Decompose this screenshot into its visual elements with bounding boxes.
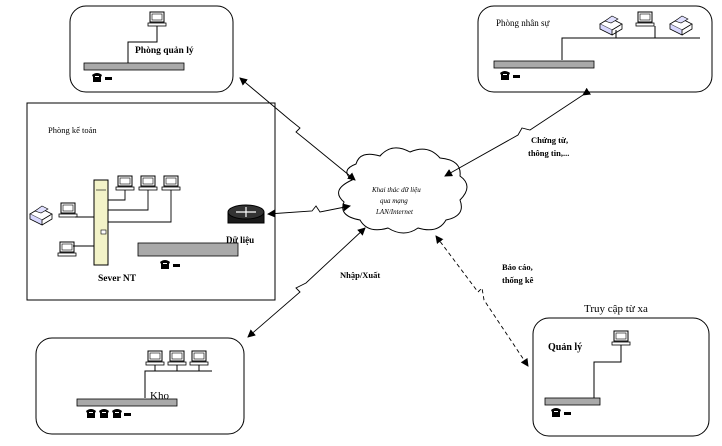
router: Dữ liệu <box>226 204 265 245</box>
management-room-label: Phòng quản lý <box>135 46 194 56</box>
server-label: Sever NT <box>98 274 137 284</box>
phone-icon <box>112 409 122 418</box>
remote-link-label-line-1: Báo cáo, <box>502 262 533 272</box>
warehouse-link-label: Nhập/Xuất <box>340 270 380 280</box>
hr-link-label-line-1: Chứng từ, <box>531 135 568 145</box>
management-room-box <box>69 5 234 93</box>
remote-access: Truy cập từ xa Quản lý <box>532 303 710 437</box>
computer-icon <box>145 350 165 366</box>
cloud-label-line-3: LAN/Internet <box>375 208 414 216</box>
link-management-cloud <box>239 77 356 181</box>
computer-icon <box>57 241 77 257</box>
computer-icon <box>635 11 655 27</box>
hub-device <box>544 397 601 406</box>
warehouse-box <box>35 337 245 435</box>
phone-icon <box>92 73 102 82</box>
cloud-shape <box>338 147 468 234</box>
hub-device <box>493 60 595 69</box>
cloud-label-line-1: Khai thác dữ liệu <box>371 186 421 194</box>
computer-icon <box>167 350 187 366</box>
accounting-room: Phòng kế toán Sever NT <box>26 102 276 301</box>
hub-device <box>76 398 178 407</box>
phone-icon <box>160 260 170 269</box>
remote-link-label-line-2: thống kê <box>502 275 534 285</box>
phone-icon <box>500 71 510 80</box>
hr-room: Phòng nhân sự <box>477 5 713 93</box>
computer-icon <box>138 175 158 191</box>
hr-link-label-line-2: thông tin,... <box>528 148 569 158</box>
computer-icon <box>611 330 631 346</box>
lan-internet-cloud: Khai thác dữ liệu qua mạng LAN/Internet <box>338 147 468 234</box>
cloud-label-line-2: qua mạng <box>380 197 408 205</box>
remote-caption: Truy cập từ xa <box>584 303 648 315</box>
accounting-room-box <box>26 102 276 301</box>
link-hr-cloud: Chứng từ, thông tin,... <box>444 87 592 177</box>
link-router-cloud <box>267 203 351 218</box>
computer-icon <box>115 175 135 191</box>
accounting-room-label: Phòng kế toán <box>48 125 97 135</box>
computer-icon <box>58 202 78 218</box>
computer-icon <box>147 11 167 27</box>
warehouse-label: Kho <box>150 390 169 402</box>
hub-device <box>137 242 239 257</box>
server-icon <box>93 179 109 266</box>
phone-icon <box>99 409 109 418</box>
hr-room-label: Phòng nhân sự <box>496 18 551 28</box>
management-room: Phòng quản lý <box>69 5 234 93</box>
link-remote-cloud: Báo cáo, thống kê <box>435 235 534 367</box>
remote-box <box>532 317 710 437</box>
hr-room-box <box>477 5 713 93</box>
link-warehouse-cloud: Nhập/Xuất <box>247 227 380 338</box>
remote-label: Quản lý <box>548 342 582 353</box>
phone-icon <box>86 409 96 418</box>
computer-icon <box>189 350 209 366</box>
hub-device <box>83 62 185 71</box>
computer-icon <box>161 175 181 191</box>
router-label: Dữ liệu <box>226 235 254 245</box>
warehouse: Kho <box>35 337 245 435</box>
phone-icon <box>551 408 561 417</box>
